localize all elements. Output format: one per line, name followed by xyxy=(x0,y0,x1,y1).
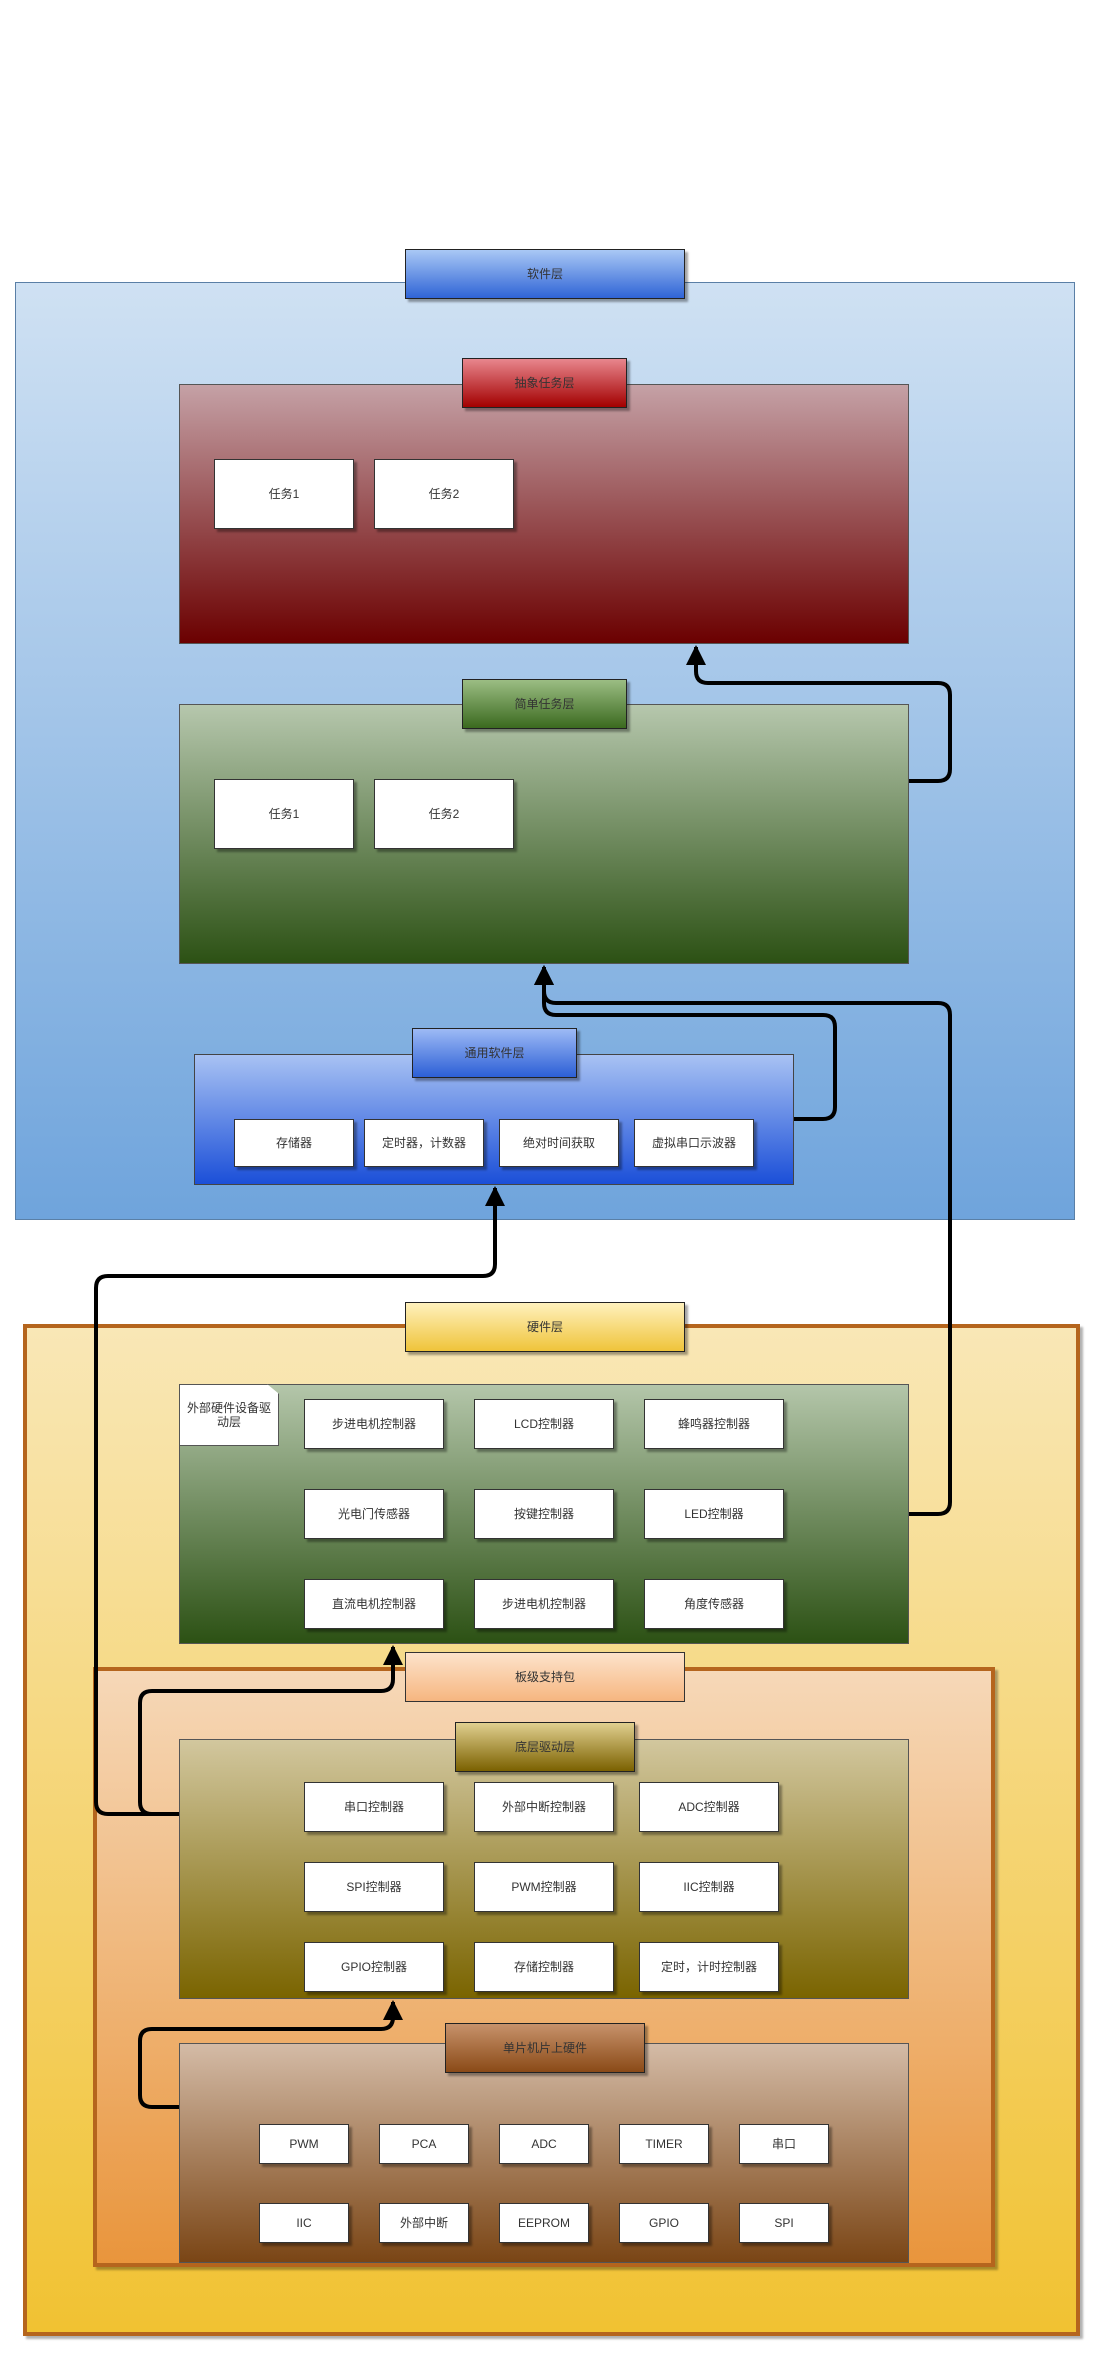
common-item-timer-counter[interactable]: 定时器，计数器 xyxy=(364,1119,484,1167)
low-timer-controller[interactable]: 定时，计时控制器 xyxy=(639,1942,779,1992)
low-ext-interrupt-controller[interactable]: 外部中断控制器 xyxy=(474,1782,614,1832)
simple-task-2[interactable]: 任务2 xyxy=(374,779,514,849)
mcu-timer[interactable]: TIMER xyxy=(619,2124,709,2164)
simple-task-1[interactable]: 任务1 xyxy=(214,779,354,849)
mcu-pca[interactable]: PCA xyxy=(379,2124,469,2164)
mcu-uart[interactable]: 串口 xyxy=(739,2124,829,2164)
common-software-layer-title: 通用软件层 xyxy=(412,1028,577,1078)
mcu-hardware-layer-title: 单片机片上硬件 xyxy=(445,2023,645,2073)
driver-photogate[interactable]: 光电门传感器 xyxy=(304,1489,444,1539)
driver-lcd[interactable]: LCD控制器 xyxy=(474,1399,614,1449)
hardware-layer-title: 硬件层 xyxy=(405,1302,685,1352)
driver-key[interactable]: 按键控制器 xyxy=(474,1489,614,1539)
low-spi-controller[interactable]: SPI控制器 xyxy=(304,1862,444,1912)
low-iic-controller[interactable]: IIC控制器 xyxy=(639,1862,779,1912)
low-adc-controller[interactable]: ADC控制器 xyxy=(639,1782,779,1832)
driver-stepper-motor-1[interactable]: 步进电机控制器 xyxy=(304,1399,444,1449)
driver-angle-sensor[interactable]: 角度传感器 xyxy=(644,1579,784,1629)
driver-led[interactable]: LED控制器 xyxy=(644,1489,784,1539)
common-item-absolute-time[interactable]: 绝对时间获取 xyxy=(499,1119,619,1167)
driver-stepper-motor-2[interactable]: 步进电机控制器 xyxy=(474,1579,614,1629)
software-layer-title: 软件层 xyxy=(405,249,685,299)
low-pwm-controller[interactable]: PWM控制器 xyxy=(474,1862,614,1912)
driver-dc-motor[interactable]: 直流电机控制器 xyxy=(304,1579,444,1629)
external-driver-note: 外部硬件设备驱动层 xyxy=(179,1384,279,1446)
driver-buzzer[interactable]: 蜂鸣器控制器 xyxy=(644,1399,784,1449)
low-driver-layer-title: 底层驱动层 xyxy=(455,1722,635,1772)
low-uart-controller[interactable]: 串口控制器 xyxy=(304,1782,444,1832)
simple-task-layer-title: 简单任务层 xyxy=(462,679,627,729)
mcu-spi[interactable]: SPI xyxy=(739,2203,829,2243)
common-item-virtual-scope[interactable]: 虚拟串口示波器 xyxy=(634,1119,754,1167)
abstract-task-1[interactable]: 任务1 xyxy=(214,459,354,529)
mcu-pwm[interactable]: PWM xyxy=(259,2124,349,2164)
mcu-eeprom[interactable]: EEPROM xyxy=(499,2203,589,2243)
abstract-task-2[interactable]: 任务2 xyxy=(374,459,514,529)
low-storage-controller[interactable]: 存储控制器 xyxy=(474,1942,614,1992)
mcu-iic[interactable]: IIC xyxy=(259,2203,349,2243)
mcu-gpio[interactable]: GPIO xyxy=(619,2203,709,2243)
low-gpio-controller[interactable]: GPIO控制器 xyxy=(304,1942,444,1992)
mcu-ext-interrupt[interactable]: 外部中断 xyxy=(379,2203,469,2243)
mcu-adc[interactable]: ADC xyxy=(499,2124,589,2164)
abstract-task-layer-title: 抽象任务层 xyxy=(462,358,627,408)
bsp-title: 板级支持包 xyxy=(405,1652,685,1702)
common-item-storage[interactable]: 存储器 xyxy=(234,1119,354,1167)
